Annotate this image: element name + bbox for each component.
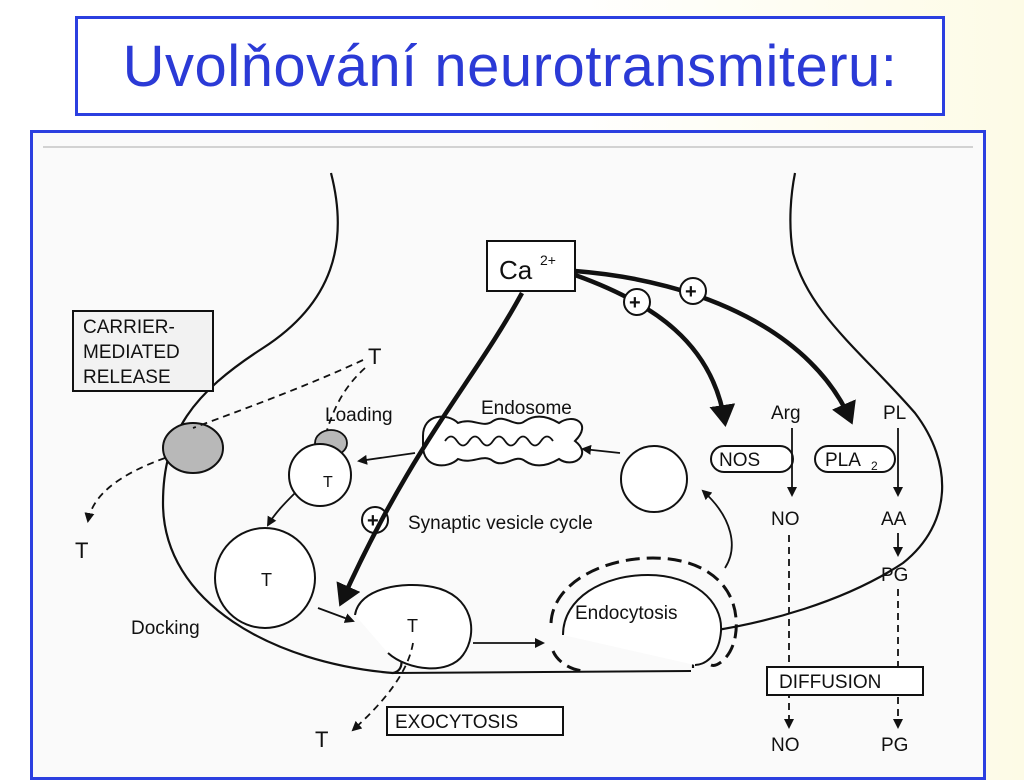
docking-label: Docking xyxy=(131,618,200,639)
loaded-vesicle xyxy=(288,443,352,507)
no-diffused-label: NO xyxy=(771,735,800,756)
arrow-calcium-to-exocytosis xyxy=(336,291,524,607)
carrier-line-2: MEDIATED xyxy=(83,342,180,363)
calcium-charge: 2+ xyxy=(540,252,556,268)
nos-label: NOS xyxy=(719,450,760,471)
arrow-vesicle-to-endosome xyxy=(581,444,621,455)
pg-label: PG xyxy=(881,565,908,586)
arg-label: Arg xyxy=(771,403,801,424)
arrow-docking-to-exocytosis xyxy=(317,607,355,623)
arrow-calcium-to-nos xyxy=(574,272,736,427)
carrier-uptake-path xyxy=(192,359,364,429)
docking-vesicle-label: T xyxy=(261,570,272,590)
recycled-vesicle xyxy=(620,445,688,513)
title-box: Uvolňování neurotransmiteru: xyxy=(75,16,945,116)
endocytosis-coat-outer xyxy=(549,556,738,667)
endosome-wave xyxy=(444,435,554,447)
carrier-line-1: CARRIER- xyxy=(83,317,175,338)
terminal-base-line xyxy=(392,670,692,674)
plus-badge-nos xyxy=(623,288,651,316)
synapse-diagram: CARRIER- MEDIATED RELEASE T T T Loading … xyxy=(43,146,973,756)
diffusion-label: DIFFUSION xyxy=(779,672,881,693)
calcium-label: Ca xyxy=(499,255,533,285)
plus-badge-pla2 xyxy=(679,277,707,305)
carrier-line-3: RELEASE xyxy=(83,367,171,388)
transmitter-label-top: T xyxy=(368,344,381,369)
endosome-label: Endosome xyxy=(481,398,572,419)
transmitter-label-left: T xyxy=(75,538,88,563)
carrier-transporter xyxy=(162,422,224,474)
exocytosis-label: EXOCYTOSIS xyxy=(395,712,518,733)
pla2-subscript: 2 xyxy=(871,459,878,473)
exocytosis-box xyxy=(386,706,564,736)
pg-diffused-label: PG xyxy=(881,735,908,756)
nos-enzyme xyxy=(710,445,794,473)
plus-sign-nos: + xyxy=(629,292,641,314)
loading-label: Loading xyxy=(325,405,393,426)
fused-vesicle xyxy=(354,584,473,670)
carrier-release-path xyxy=(84,457,166,523)
pla2-label: PLA xyxy=(825,450,861,471)
endocytosis-pit xyxy=(562,573,723,666)
docking-vesicle xyxy=(214,527,316,629)
diagram-frame: CARRIER- MEDIATED RELEASE T T T Loading … xyxy=(30,130,986,780)
arrow-endosome-to-loading xyxy=(357,452,416,465)
arrow-endocytosis-to-vesicle xyxy=(701,489,733,569)
diffusion-box xyxy=(766,666,924,696)
carrier-mediated-release-box: CARRIER- MEDIATED RELEASE xyxy=(72,310,214,392)
synaptic-vesicle-cycle-label: Synaptic vesicle cycle xyxy=(408,513,593,534)
arrow-loading-to-docking xyxy=(266,492,296,527)
plus-sign-exocytosis: + xyxy=(367,510,379,532)
transmitter-label-bottom: T xyxy=(315,727,328,752)
loaded-vesicle-label: T xyxy=(323,474,333,491)
arrow-calcium-to-pla2 xyxy=(574,268,856,425)
fused-vesicle-label: T xyxy=(407,616,418,636)
pla2-enzyme xyxy=(814,445,896,473)
endocytosis-coat-lower xyxy=(551,650,586,673)
endocytosis-label: Endocytosis xyxy=(575,603,677,624)
aa-label: AA xyxy=(881,509,907,530)
pl-label: PL xyxy=(883,403,906,424)
exocytosis-release-path xyxy=(351,642,414,732)
page-title: Uvolňování neurotransmiteru: xyxy=(122,33,898,99)
endosome-shape xyxy=(422,415,583,467)
no-label: NO xyxy=(771,509,800,530)
calcium-box xyxy=(486,240,576,292)
plus-sign-pla2: + xyxy=(685,281,697,303)
